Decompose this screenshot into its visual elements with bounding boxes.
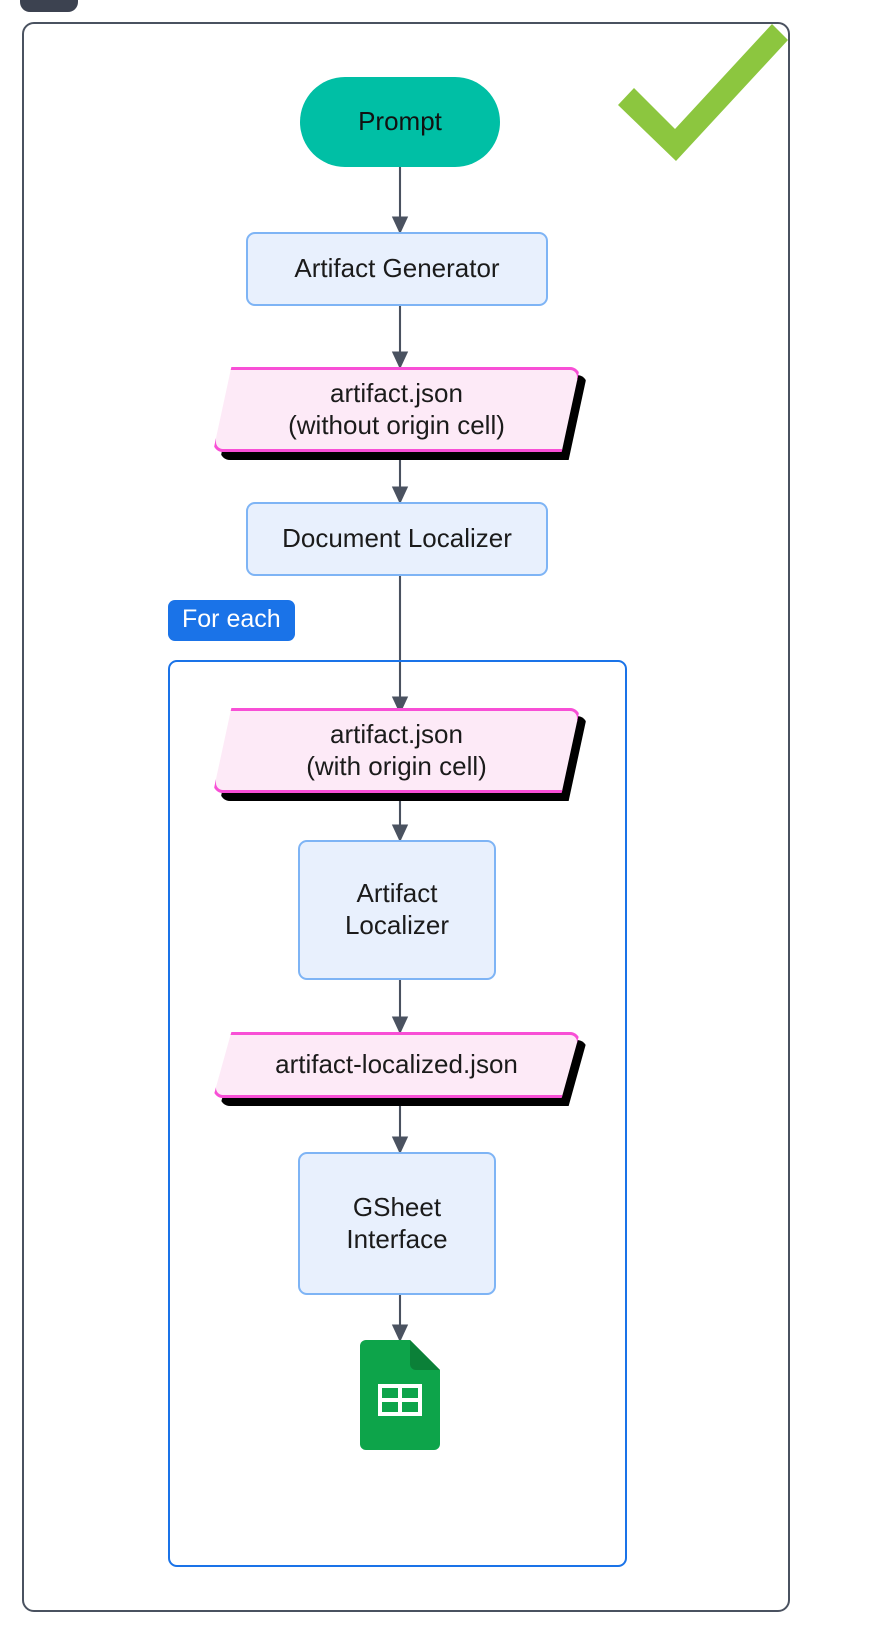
- node-artifact-generator[interactable]: Artifact Generator: [246, 232, 548, 306]
- node-artifact-localized-json-label: artifact-localized.json: [275, 1049, 518, 1080]
- node-gsheet-interface-label: GSheet Interface: [346, 1191, 448, 1254]
- node-artifact-localizer[interactable]: Artifact Localizer: [298, 840, 496, 980]
- node-gsheet-interface[interactable]: GSheet Interface: [298, 1152, 496, 1295]
- node-artifact-json-without-origin-cell-label: artifact.json (without origin cell): [288, 377, 505, 440]
- node-artifact-localizer-label: Artifact Localizer: [344, 878, 450, 940]
- node-prompt[interactable]: Prompt: [300, 77, 500, 167]
- node-artifact-json-with-origin-cell[interactable]: artifact.json (with origin cell): [213, 708, 587, 801]
- node-artifact-generator-label: Artifact Generator: [294, 253, 500, 284]
- node-document-localizer[interactable]: Document Localizer: [246, 502, 548, 576]
- subgraph-for-each-badge[interactable]: For each: [168, 600, 295, 642]
- subgraph-for-each: [168, 660, 627, 1567]
- node-artifact-localized-json[interactable]: artifact-localized.json: [213, 1032, 587, 1106]
- node-body: [213, 1032, 580, 1098]
- tab-stub: [20, 0, 78, 12]
- node-artifact-json-without-origin-cell[interactable]: artifact.json (without origin cell): [213, 367, 587, 460]
- google-sheets-icon[interactable]: [356, 1340, 444, 1452]
- node-artifact-json-with-origin-cell-label: artifact.json (with origin cell): [306, 718, 487, 781]
- node-document-localizer-label: Document Localizer: [282, 523, 512, 554]
- subgraph-for-each-label: For each: [182, 605, 281, 633]
- node-prompt-label: Prompt: [358, 106, 442, 137]
